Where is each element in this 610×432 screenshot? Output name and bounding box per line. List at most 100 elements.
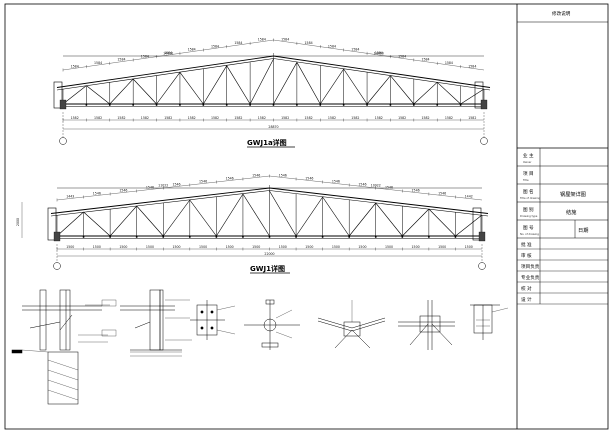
truss-diagonal (375, 202, 403, 237)
detail-ridge-joint (317, 300, 386, 349)
truss-node (295, 104, 298, 106)
truss-node (454, 236, 457, 238)
dim-top-panel-line (109, 59, 134, 64)
support-column (472, 207, 482, 241)
truss-diagonal (348, 202, 376, 237)
dim-top-panel-label: 1584 (421, 58, 429, 62)
dim-top-panel-line (413, 59, 438, 64)
truss-node (225, 104, 228, 106)
dim-top-panel-label: 1546 (305, 177, 313, 181)
truss-node (135, 236, 138, 238)
dim-top-panel-line (296, 43, 321, 47)
truss-node (108, 104, 111, 106)
dim-top-panel-line (86, 63, 110, 67)
dim-bottom-panel-label: 1500 (146, 245, 154, 249)
dim-top-panel-line (269, 175, 297, 180)
dim-total-label: 22000 (264, 252, 274, 256)
owner-label: 业 主 (523, 152, 534, 159)
truss-node (215, 236, 218, 238)
support-plate (480, 99, 488, 110)
truss-node (132, 104, 135, 106)
truss-diagonal (132, 78, 157, 105)
detail-bolt-ring (244, 299, 300, 350)
dim-top-panel-line (375, 187, 403, 192)
dim-top-panel-line (179, 49, 204, 54)
dim-bottom-panel-label: 1500 (358, 245, 366, 249)
dim-top-panel-label: 1584 (328, 44, 336, 48)
truss-diagonal (437, 82, 461, 105)
truss-diagonal (156, 72, 181, 105)
dim-top-panel-label: 1546 (199, 180, 207, 184)
dim-top-panel-label: 1584 (375, 51, 383, 55)
dim-top-panel-line (133, 56, 157, 61)
truss-node (242, 236, 244, 238)
sign-row-label: 校 对 (521, 285, 532, 292)
truss-node (202, 104, 205, 106)
dim-bottom-panel-label: 1582 (421, 116, 429, 120)
project-sub: Title (523, 178, 529, 182)
truss-diagonal (189, 199, 217, 237)
dim-bottom-panel-label: 1582 (468, 116, 476, 120)
dim-top-panel-line (226, 43, 251, 47)
axis-bubble (480, 137, 488, 145)
revision-header: 修改说明 (552, 10, 571, 17)
support-column (47, 207, 57, 241)
truss-node (179, 104, 181, 106)
sign-row-label: 项目负责 (521, 263, 540, 270)
truss-diagonal (62, 85, 87, 105)
detail-top-chord-splice (398, 300, 455, 350)
dim-bottom-panel-label: 1500 (172, 245, 180, 249)
dim-top-panel-label: 1584 (281, 38, 289, 42)
truss-diagonal (179, 72, 204, 105)
truss-gwj1-title: GWJ1详图 (250, 264, 285, 273)
truss-node (348, 236, 351, 238)
dim-height-label: 2000 (16, 218, 20, 226)
dim-bottom-panel-label: 1500 (66, 245, 74, 249)
dim-top-panel-label: 1584 (164, 51, 172, 55)
dim-top-panel-label: 1584 (94, 61, 102, 65)
truss-node (389, 104, 392, 106)
truss-diagonal (56, 211, 84, 237)
project-label: 项 目 (523, 171, 534, 177)
truss-node (162, 236, 165, 238)
dim-bottom-panel-label: 1582 (328, 116, 336, 120)
dim-bottom-panel-label: 1582 (94, 116, 102, 120)
detail-support-middle (120, 289, 192, 357)
dim-top-panel-label: 1546 (252, 174, 260, 178)
dim-top-panel-label: 1546 (279, 174, 287, 178)
dim-bottom-panel-label: 1500 (332, 245, 340, 249)
truss-gwj1a-title: GWJ1a详图 (247, 138, 287, 147)
dim-top-panel-label: 1546 (146, 186, 154, 190)
dim-bottom-panel-label: 1500 (252, 245, 260, 249)
truss-node (427, 236, 430, 238)
dim-top-panel-line (163, 184, 190, 189)
truss-node (412, 104, 415, 106)
truss-node (155, 104, 158, 106)
dim-top-panel-line (367, 53, 391, 57)
truss-diagonal (402, 208, 430, 237)
dim-top-panel-line (273, 39, 297, 44)
truss-diagonal (322, 196, 350, 237)
dim-top-panel-line (56, 196, 84, 201)
dim-top-panel-label: 1546 (226, 177, 234, 181)
truss-diagonal (295, 196, 323, 237)
dim-bottom-panel-label: 1500 (226, 245, 234, 249)
truss-node (109, 236, 112, 238)
dim-top-panel-line (216, 178, 243, 183)
dim-top-panel-line (189, 181, 217, 186)
truss-diagonal (203, 65, 227, 105)
dim-top-panel-label: 1584 (351, 48, 359, 52)
truss-node (436, 104, 439, 106)
dim-bottom-panel-label: 1582 (117, 116, 125, 120)
dim-top-left: 11022 (158, 184, 168, 188)
dim-top-panel-label: 1443 (66, 195, 74, 199)
truss-node (321, 236, 324, 238)
dim-bottom-panel-label: 1582 (188, 116, 196, 120)
dim-top-panel-line (343, 49, 368, 54)
dim-top-panel-line (437, 63, 461, 67)
dim-top-left: 14470 (163, 52, 173, 56)
dim-top-panel-label: 1584 (117, 58, 125, 62)
